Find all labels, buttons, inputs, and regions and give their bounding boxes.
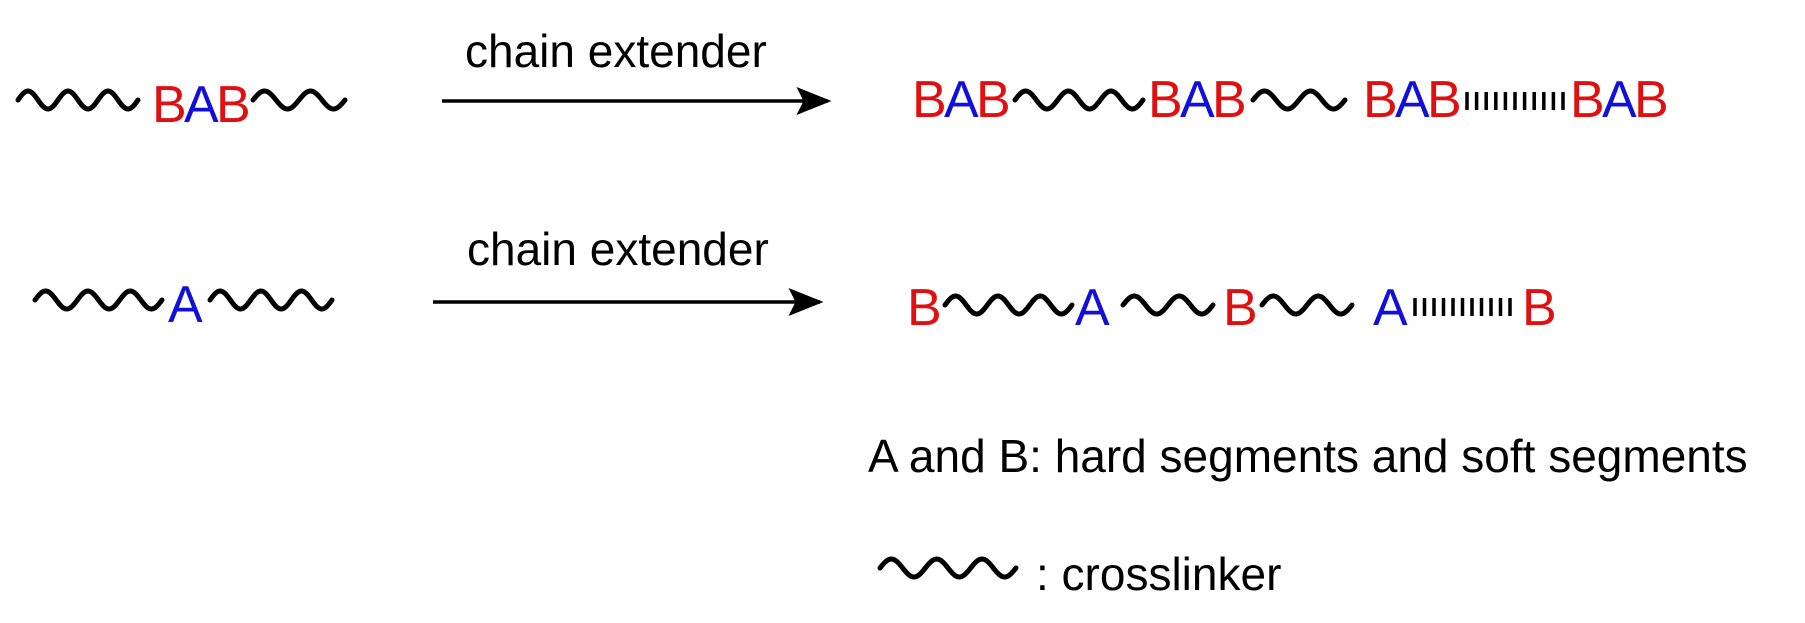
wavy-line-icon — [1259, 293, 1355, 317]
wavy-line-icon — [942, 293, 1075, 317]
wavy-line-icon — [207, 288, 335, 312]
wavy-line-icon — [1250, 88, 1348, 112]
row1-product: B A B B A B B A B B A B — [912, 71, 1669, 129]
row2-arrow: chain extender — [433, 223, 824, 316]
crosslinker-legend-icon — [877, 556, 1019, 580]
arrow-label: chain extender — [467, 223, 769, 275]
crosslinker-legend-text: : crosslinker — [1036, 548, 1281, 600]
segment-B: B — [912, 71, 947, 129]
row1-arrow: chain extender — [442, 25, 832, 115]
legend: A and B: hard segments and soft segments… — [868, 430, 1748, 600]
arrow-label: chain extender — [465, 25, 767, 77]
row2-reactant: A — [32, 276, 335, 334]
wavy-line-icon — [15, 88, 141, 112]
segment-B: B — [1363, 71, 1398, 129]
segment-B: B — [1223, 279, 1258, 337]
segment-A: A — [944, 71, 979, 129]
segment-B: B — [1522, 279, 1557, 337]
segments-legend-text: A and B: hard segments and soft segments — [868, 430, 1748, 482]
segment-B: B — [1570, 71, 1605, 129]
row-1: B A B chain extender B A B B A B B A B B… — [15, 25, 1669, 134]
segment-A: A — [184, 76, 219, 134]
segment-B: B — [152, 76, 187, 134]
segment-B: B — [907, 279, 942, 337]
segment-A: A — [1395, 71, 1430, 129]
wavy-line-icon — [1120, 293, 1216, 317]
row1-reactant: B A B — [15, 76, 348, 134]
hashed-bond-icon — [1413, 298, 1512, 316]
segment-A: A — [1602, 71, 1637, 129]
row-2: A chain extender B A B A B — [32, 223, 1557, 337]
segment-B: B — [1427, 71, 1462, 129]
row2-product: B A B A B — [907, 279, 1557, 337]
segment-A: A — [1075, 279, 1110, 337]
segment-A: A — [1373, 279, 1408, 337]
segment-B: B — [976, 71, 1011, 129]
hashed-bond-icon — [1465, 92, 1565, 110]
segment-A: A — [168, 276, 203, 334]
segment-B: B — [1212, 71, 1247, 129]
segment-B: B — [216, 76, 251, 134]
segment-A: A — [1180, 71, 1215, 129]
wavy-line-icon — [32, 288, 165, 312]
segment-B: B — [1634, 71, 1669, 129]
wavy-line-icon — [1012, 88, 1146, 112]
segment-B: B — [1148, 71, 1183, 129]
wavy-line-icon — [250, 88, 348, 112]
